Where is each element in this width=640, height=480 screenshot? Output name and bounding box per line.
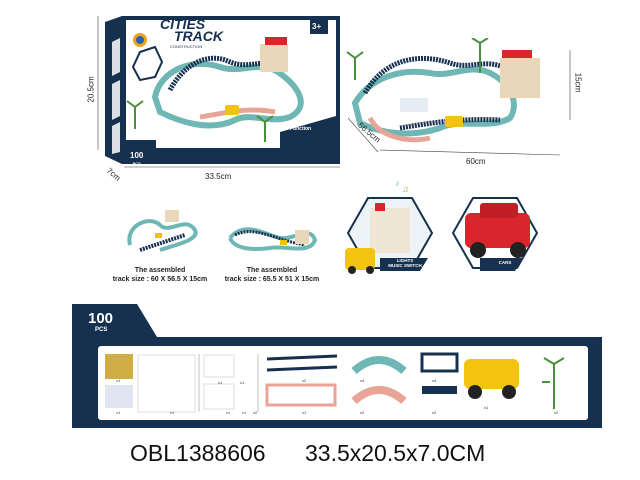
track-height-label: 15cm [573,72,583,93]
brand-line2: TRACK [174,28,223,44]
assembled-layout-1-image [127,210,198,252]
assembled-track-image [346,38,540,143]
track-width-label: 60cm [466,157,486,166]
qty-small-part-c: x2 [253,410,258,415]
assembled-layout-2-image [228,227,318,251]
svg-text:♪: ♪ [395,178,400,188]
contents-panel [72,304,602,428]
qty-sticker-sheet-building: x1 [116,378,121,383]
caption-2-line2: track size : 65.5 X 51 X 15cm [224,276,320,283]
box-subtitle: CONSTRUCTION [170,44,203,49]
box-pcs-label: PCS [132,161,141,166]
qty-sign-sprue: x1 [170,410,175,415]
feature-cars-label: CARS [498,260,512,265]
qty-navy-straight-track-long: x2 [302,378,307,383]
feature-lights-line2: MUSIC SWITCH [388,263,422,268]
contents-pcs-label: PCS [95,327,108,333]
qty-small-part-a: x1 [226,410,231,415]
qty-station-sprue: x1 [218,380,223,385]
qty-navy-connector-track: x2 [432,410,437,415]
feature-lights-line1: LIGHTS [396,258,414,263]
qty-sticker-sheet-signs: x1 [116,410,121,415]
assembled-caption-1: The assembled track size : 60 X 56.5 X 15… [100,266,220,284]
qty-pink-curve-track: x2 [360,410,365,415]
dimension-lines [97,16,571,168]
box-width-label: 33.5cm [205,172,232,181]
qty-small-part-b: x1 [242,410,247,415]
box-pcs-number: 100 [130,151,144,160]
function-label: Function [290,126,312,132]
age-badge: 3+ [312,22,322,31]
qty-navy-short-track: x4 [432,378,437,383]
product-box [105,16,340,164]
contents-pcs-number: 100 [88,310,114,327]
qty-palm-tree: x2 [554,410,559,415]
brand-line1: CITIES [160,16,206,32]
size-label: 33.5x20.5x7.0CM [305,440,486,466]
sku-label: OBL1388606 [130,440,266,466]
qty-pink-straight-track-long: x1 [302,410,307,415]
qty-yellow-car: x1 [484,405,489,410]
caption-1-line2: track size : 60 X 56.5 X 15cm [112,276,208,283]
svg-text:♫: ♫ [402,184,409,194]
assembled-caption-2: The assembled track size : 65.5 X 51 X 15… [212,266,332,284]
feature-hexagons: ♪♫ [345,178,539,274]
qty-station-part: x1 [240,380,245,385]
caption-1-line1: The assembled [134,267,186,274]
qty-teal-curve-track: x4 [360,378,365,383]
caption-2-line1: The assembled [246,267,298,274]
